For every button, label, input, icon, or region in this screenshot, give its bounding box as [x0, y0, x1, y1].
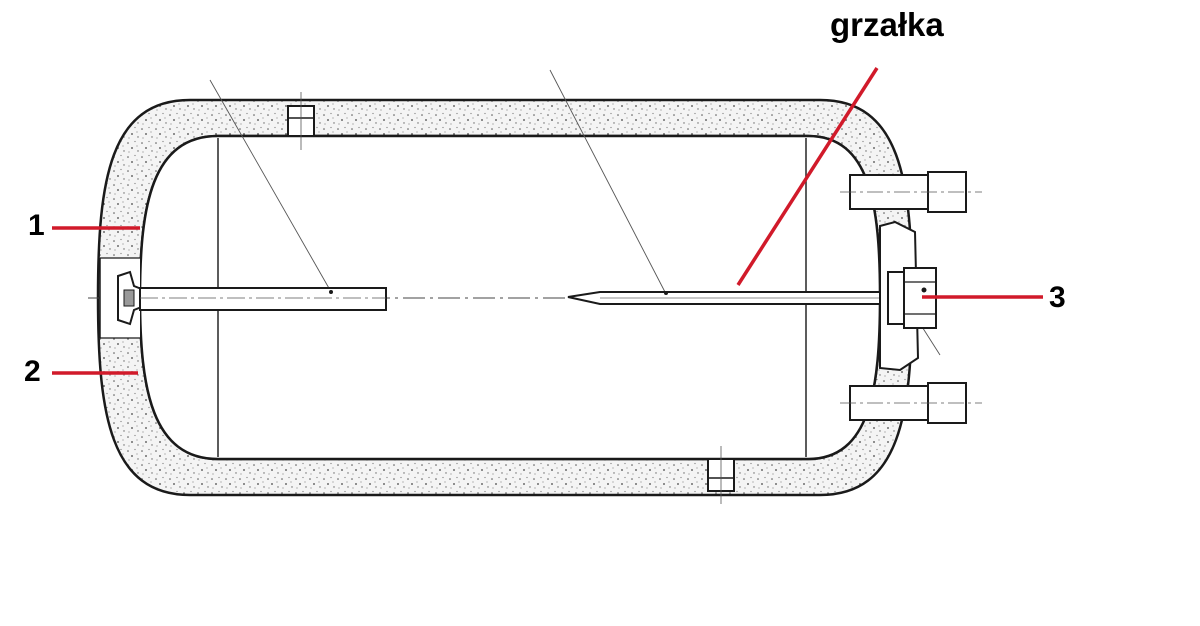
lower-pipe-connector — [840, 382, 982, 424]
heater-label: grzałka — [830, 6, 944, 43]
bottom-port — [707, 446, 735, 504]
left-flange — [99, 257, 145, 339]
leader-line-heater — [736, 67, 879, 286]
callout-label-1: 1 — [28, 209, 45, 242]
hatch-line — [209, 79, 331, 291]
left-rod — [139, 287, 387, 311]
upper-pipe-connector — [840, 171, 982, 213]
heating-element — [567, 291, 887, 305]
right-flange — [879, 220, 937, 372]
top-port — [287, 92, 315, 150]
hatch-line — [549, 69, 666, 293]
callout-label-3: 3 — [1049, 281, 1066, 314]
callout-label-2: 2 — [24, 355, 41, 388]
